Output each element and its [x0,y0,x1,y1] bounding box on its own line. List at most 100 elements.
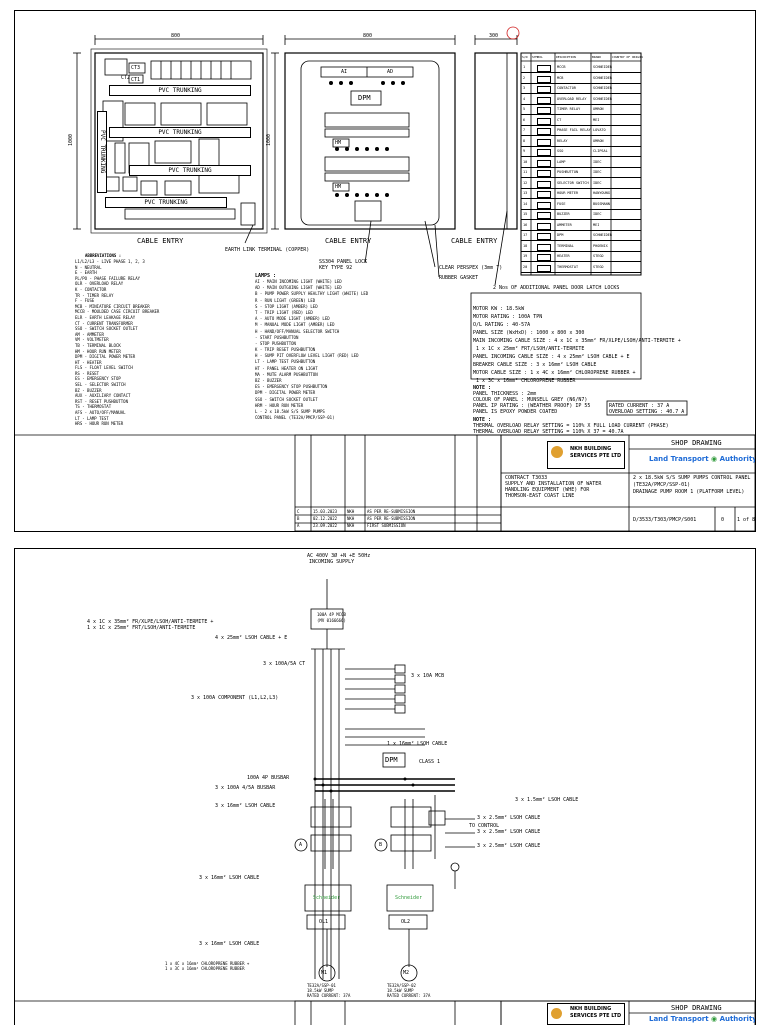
legend-cell: 18 [523,243,528,248]
legend-symbol-icon [537,243,551,251]
notes-list-line: PANEL IS EPOXY POWDER COATED [473,409,558,415]
ct2-label: CT2 [121,75,131,81]
legend-cell: 3 [523,86,526,90]
contractor-logo-icon [551,446,563,458]
dim-depth: 300 [489,33,499,39]
revision-cell: NKH [347,516,355,521]
contractor-logo: NKH BUILDING SERVICES PTE LTD [547,441,625,469]
revision-cell: 15.03.2023 [313,509,338,514]
abbrev-list-line: RS - RESET [75,370,100,376]
door-ad-label: AD [387,69,394,75]
abbrev-list-line: E - EARTH [75,270,97,276]
contract-lines-line: HANDLING EQUIPMENT (WHE) FOR [505,487,590,493]
legend-cell: HOUR METER [557,191,579,195]
legend-symbol-icon [537,128,551,135]
pvc-trunking-4: PVC TRUNKING [105,197,227,208]
legend-cell: 17 [523,233,528,237]
incomer-label-2: (MV 0166666) [317,618,346,623]
callout-latch-locks: 2 Nos OF ADDITIONAL PANEL DOOR LATCH LOC… [493,285,620,291]
motor-2-symbol: M2 [403,970,410,976]
motor-1-tag-3: RATED CURRENT: 37A [307,993,351,998]
spec-row: O/L RATING: 40-57A [473,311,673,328]
drawing-number: D/3533/T303/PMCP/S001 [633,517,697,523]
contractor-logo-2: NKH BUILDING SERVICES PTE LTD [547,1003,625,1025]
note2-line-1: THERMAL OVERLOAD RELAY SETTING = 110% X … [473,423,669,429]
legend-cell: TERMINAL [557,243,574,248]
legend-cell: MEI [593,222,600,227]
side-label-busbar-2: 3 x 100A 4/5A BUSBAR [215,785,276,791]
legend-header-cell: S/N [522,55,528,59]
cable-label-7: 3 x 16mm² LSOH CABLE [199,941,260,947]
legend-row-divider [521,145,641,147]
abbrev-list-line: SSO - SWITCH SOCKET OUTLET [75,326,138,332]
pvc-trunking-1: PVC TRUNKING [109,85,251,96]
lamp-list-line: A - AUTO MODE LIGHT (AMBER) LED [255,316,330,322]
note2-title: NOTE : [473,417,492,423]
spec-value: : 100A TPN [512,314,543,320]
legend-header-cell: DESCRIPTION [556,55,576,59]
legend-cell: PUSHBUTTON [557,170,579,174]
legend-cell: 5 [523,107,526,111]
revision-cell: AS PER RE-SUBMISSION [367,516,416,521]
lamp-list-line: K - TRIP RESET PUSHBUTTON [255,347,316,353]
shop-drawing-label-2: SHOP DRAWING [671,1004,722,1012]
contract-lines-line: THOMSON-EAST COAST LINE [505,493,575,499]
legend-cell: 8 [523,138,526,143]
legend-symbol-icon [537,170,551,177]
legend-cell: STEGO [593,264,604,269]
door-ai-label: AI [341,69,348,75]
cable-label-4: 3 x 16mm² LSOH CABLE [215,803,276,809]
spec-row: PANEL INCOMING CABLE SIZE: 4 x 25mm² LSO… [473,343,673,360]
cable-label-5: 1 x 16mm² LSOH CABLE [387,741,448,747]
legend-row-divider [521,103,641,105]
motor-1-symbol: M1 [321,970,328,976]
abbrev-list-line: OLR - OVERLOAD RELAY [75,281,124,287]
vsd-1-brand: Schneider [313,895,341,901]
side-label-busbar: 100A 4P BUSBAR [247,775,290,781]
lamp-list-line: R - RUN LIGHT (GREEN) LED [255,297,316,303]
legend-cell: 7 [523,128,526,132]
cable-label-3: 4 x 25mm² LSOH CABLE + E [215,635,288,641]
side-label-c1: 3 x 2.5mm² LSOH CABLE [477,815,541,821]
callout-gasket: RUBBER GASKET [439,275,479,281]
legend-symbol-icon [537,65,551,72]
legend-row-divider [521,72,641,73]
abbrev-list-line: AUX - AUXILIARY CONTACT [75,393,131,399]
legend-cell: CT [557,117,562,122]
revision-cell: NKH [347,523,355,528]
lamp-list-line: - START PUSHBUTTON [255,334,299,340]
callout-key-type: KEY TYPE 92 [319,265,353,271]
title-lines-line: 2 x 18.5kW S/S SUMP PUMPS CONTROL PANEL [633,475,751,481]
side-label-ct: 3 x 100A/5A CT [263,661,306,667]
dpm-box-label: DPM [385,756,398,764]
abbrev-list-line: TS - THERMOSTAT [75,404,112,410]
revision-cell: 23.09.2022 [313,523,338,528]
lamp-list-line: LT - LAMP TEST PUSHBUTTON [255,359,316,365]
legend-cell: 20 [523,264,528,269]
contract-lines-line: CONTRACT T3033 [505,475,548,481]
door-dpm-label: DPM [358,94,371,102]
supply-label-1: AC 400V 3Ø +N +E 50Hz [307,553,371,559]
revision-cell: A [297,523,300,528]
contractor-logo-2-icon [551,1008,562,1019]
legend-cell: LOVATO [593,128,606,132]
abbrev-list-line: L1/L2/L3 - LIVE PHASE 1, 2, 3 [75,259,145,264]
legend-cell: SCHNEIDER [593,96,612,101]
notes-list-line: PANEL THICKNESS : 2mm [473,391,537,397]
legend-cell: OVERLOAD RELAY [557,96,587,101]
lamp-list-line: H - HAND/OFF/MANUAL SELECTOR SWITCH [255,328,340,334]
vsd-2-brand: Schneider [395,895,423,901]
ct3-label: CT3 [131,65,141,71]
legend-symbol-icon [537,149,551,156]
client-logo-2: Land Transport ◉ Authority [649,1015,755,1023]
spec-row: MAIN INCOMING CABLE SIZE: 4 x 1C x 35mm²… [473,327,681,344]
legend-header-cell: COUNTRY OF ORIGIN [612,55,643,59]
legend-symbol-icon [537,233,551,240]
client-logo: Land Transport ◉ Authority [649,455,755,463]
legend-cell: 1 [523,65,526,69]
legend-symbol-icon [537,86,551,93]
cable-label-6: 3 x 16mm² LSOH CABLE [199,875,260,881]
